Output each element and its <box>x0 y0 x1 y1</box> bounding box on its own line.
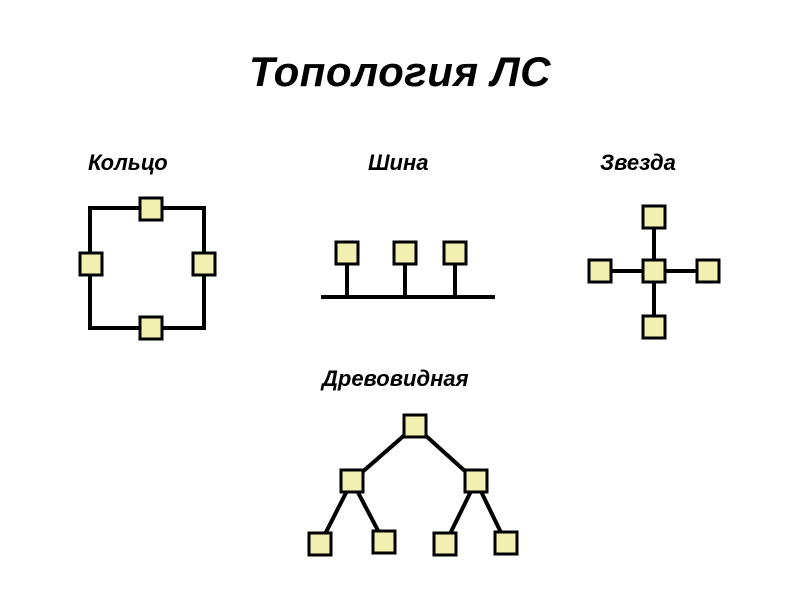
tree-leaf-node <box>432 531 458 557</box>
bus-node <box>334 240 360 266</box>
star-node <box>587 258 613 284</box>
tree-root-node <box>402 413 428 439</box>
ring-node <box>138 315 164 341</box>
page-title: Топология ЛС <box>249 48 551 95</box>
bus-node <box>392 240 418 266</box>
tree-label: Древовидная <box>322 366 469 391</box>
bus-label: Шина <box>368 150 429 175</box>
tree-node <box>339 468 365 494</box>
star-node <box>695 258 721 284</box>
star-hub-node <box>641 258 667 284</box>
ring-node <box>78 251 104 277</box>
star-topology <box>587 204 721 340</box>
ring-topology <box>78 196 217 341</box>
star-node <box>641 204 667 230</box>
ring-edge <box>88 206 206 330</box>
bus-topology <box>321 240 495 299</box>
bus-node <box>442 240 468 266</box>
tree-leaf-node <box>371 529 397 555</box>
star-label: Звезда <box>600 150 676 175</box>
ring-node <box>138 196 164 222</box>
star-node <box>641 314 667 340</box>
tree-node <box>463 468 489 494</box>
tree-leaf-node <box>493 530 519 556</box>
tree-topology <box>307 413 519 557</box>
ring-node <box>191 251 217 277</box>
tree-leaf-node <box>307 531 333 557</box>
ring-label: Кольцо <box>88 150 168 175</box>
